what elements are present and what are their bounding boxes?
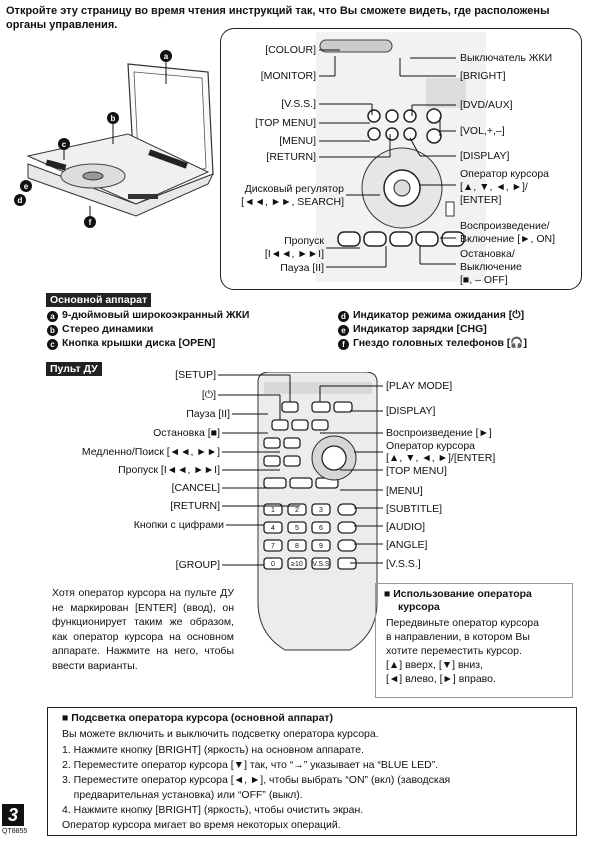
remote-label-subtitle: [SUBTITLE]: [386, 503, 443, 515]
cursor-box-line-1: Передвиньте оператор курсора: [386, 617, 539, 629]
remote-label-display: [DISPLAY]: [386, 405, 436, 417]
remote-label-number-keys: Кнопки с цифрами: [133, 519, 224, 531]
svg-text:6: 6: [319, 525, 323, 532]
remote-label-angle: [ANGLE]: [386, 539, 428, 551]
label-skip-1: Пропуск: [284, 235, 324, 247]
backlight-step-3-cont: предварительная установка) или “OFF” (вы…: [62, 789, 303, 801]
remote-label-return: [RETURN]: [170, 500, 220, 512]
section-title-main-unit: Основной аппарат: [46, 293, 152, 307]
cursor-box-line-2: в направлении, в котором Вы: [386, 631, 530, 643]
svg-text:8: 8: [295, 543, 299, 550]
label-cursor-op-1: Оператор курсора: [460, 168, 549, 180]
label-skip-2: [I◄◄, ►►I]: [264, 248, 324, 260]
backlight-intro: Вы можете включить и выключить подсветку…: [62, 728, 379, 740]
label-return: [RETURN]: [266, 151, 316, 163]
label-vss: [V.S.S.]: [281, 98, 316, 110]
remote-label-top-menu: [TOP MENU]: [386, 465, 447, 477]
page-header: Откройте эту страницу во время чтения ин…: [6, 5, 550, 31]
label-disc-dial-2: [◄◄, ►►, SEARCH]: [241, 196, 344, 208]
remote-label-menu: [MENU]: [386, 485, 423, 497]
svg-text:4: 4: [271, 525, 275, 532]
remote-label-audio: [AUDIO]: [386, 521, 426, 533]
cursor-box-title-1: ■ Использование оператора: [384, 588, 532, 600]
device-illustration: a b c e d f: [14, 50, 215, 228]
cursor-box-line-3: хотите переместить курсор.: [386, 645, 522, 657]
label-play-1: Воспроизведение/: [460, 220, 550, 232]
backlight-step-2: 2. Переместите оператор курсора [▼] так,…: [62, 759, 439, 771]
remote-label-cursor-2: [▲, ▼, ◄, ►]/[ENTER]: [386, 452, 496, 464]
backlight-step-3: 3. Переместите оператор курсора [◄, ►], …: [62, 774, 451, 786]
svg-text:5: 5: [295, 525, 299, 532]
remote-label-play-mode: [PLAY MODE]: [386, 380, 453, 392]
label-menu: [MENU]: [279, 135, 316, 147]
svg-text:9: 9: [319, 543, 323, 550]
label-top-menu: [TOP MENU]: [255, 117, 316, 129]
svg-text:a: a: [164, 52, 169, 61]
backlight-step-4: 4. Нажмите кнопку [BRIGHT] (яркость), чт…: [62, 804, 364, 816]
svg-text:f: f: [89, 218, 92, 227]
remote-label-cursor-1: Оператор курсора: [386, 440, 475, 452]
svg-text:2: 2: [295, 507, 299, 514]
label-stop-1: Остановка/: [460, 248, 515, 260]
cursor-usage-box: [375, 583, 573, 698]
svg-text:V.S.S: V.S.S: [312, 561, 330, 568]
remote-label-pause: Пауза [II]: [186, 408, 230, 420]
remote-label-group: [GROUP]: [175, 559, 220, 571]
cursor-box-title-2: курсора: [398, 601, 440, 613]
svg-text:3: 3: [319, 507, 323, 514]
svg-text:≥10: ≥10: [291, 561, 303, 568]
remote-label-setup: [SETUP]: [175, 369, 216, 381]
control-panel-box: [220, 28, 582, 290]
label-disc-dial-1: Дисковый регулятор: [244, 183, 344, 195]
page-number: 3: [2, 804, 24, 826]
label-play-2: Включение [►, ON]: [460, 233, 556, 245]
remote-label-power: [⏻]: [201, 389, 216, 401]
svg-text:b: b: [111, 114, 116, 123]
svg-text:0: 0: [271, 561, 275, 568]
cursor-box-line-4: [▲] вверх, [▼] вниз,: [386, 659, 483, 671]
remote-label-play: Воспроизведение [►]: [386, 427, 492, 439]
backlight-footer: Оператор курсора мигает во время некотор…: [62, 819, 341, 831]
label-colour: [COLOUR]: [265, 44, 316, 56]
svg-text:d: d: [18, 196, 23, 205]
remote-label-slow-search: Медленно/Поиск [◄◄, ►►]: [81, 446, 220, 458]
svg-text:c: c: [62, 140, 67, 149]
label-cursor-op-3: [ENTER]: [460, 194, 502, 206]
label-cursor-op-2: [▲, ▼, ◄, ►]/: [460, 181, 528, 193]
remote-label-cancel: [CANCEL]: [171, 482, 220, 494]
label-stop-2: Выключение: [460, 261, 522, 273]
label-pause: Пауза [II]: [280, 262, 324, 274]
backlight-step-1: 1. Нажмите кнопку [BRIGHT] (яркость) на …: [62, 744, 364, 756]
remote-illustration: 1 2 3 4 5 6 7 8 9 0 ≥10 V.S.S: [257, 372, 378, 651]
label-vol: [VOL,+,–]: [460, 125, 505, 137]
remote-label-skip: Пропуск [I◄◄, ►►I]: [118, 464, 220, 476]
label-dvd-aux: [DVD/AUX]: [460, 99, 513, 111]
document-code: QT8855: [2, 828, 28, 835]
remote-note: Хотя оператор курсора на пульте ДУ не ма…: [52, 587, 234, 672]
remote-label-vss: [V.S.S.]: [386, 558, 421, 570]
label-stop-3: [■, – OFF]: [460, 274, 508, 286]
svg-text:1: 1: [271, 507, 275, 514]
svg-text:7: 7: [271, 543, 275, 550]
backlight-box: [47, 707, 577, 836]
remote-label-stop: Остановка [■]: [153, 427, 220, 439]
cursor-box-line-5: [◄] влево, [►] вправо.: [386, 673, 496, 685]
label-display: [DISPLAY]: [460, 150, 510, 162]
label-monitor: [MONITOR]: [260, 70, 316, 82]
svg-text:e: e: [24, 182, 29, 191]
label-lcd-switch: Выключатель ЖКИ: [460, 52, 553, 64]
backlight-title: ■ Подсветка оператора курсора (основной …: [62, 712, 334, 724]
label-bright: [BRIGHT]: [460, 70, 506, 82]
section-title-remote: Пульт ДУ: [46, 362, 102, 376]
